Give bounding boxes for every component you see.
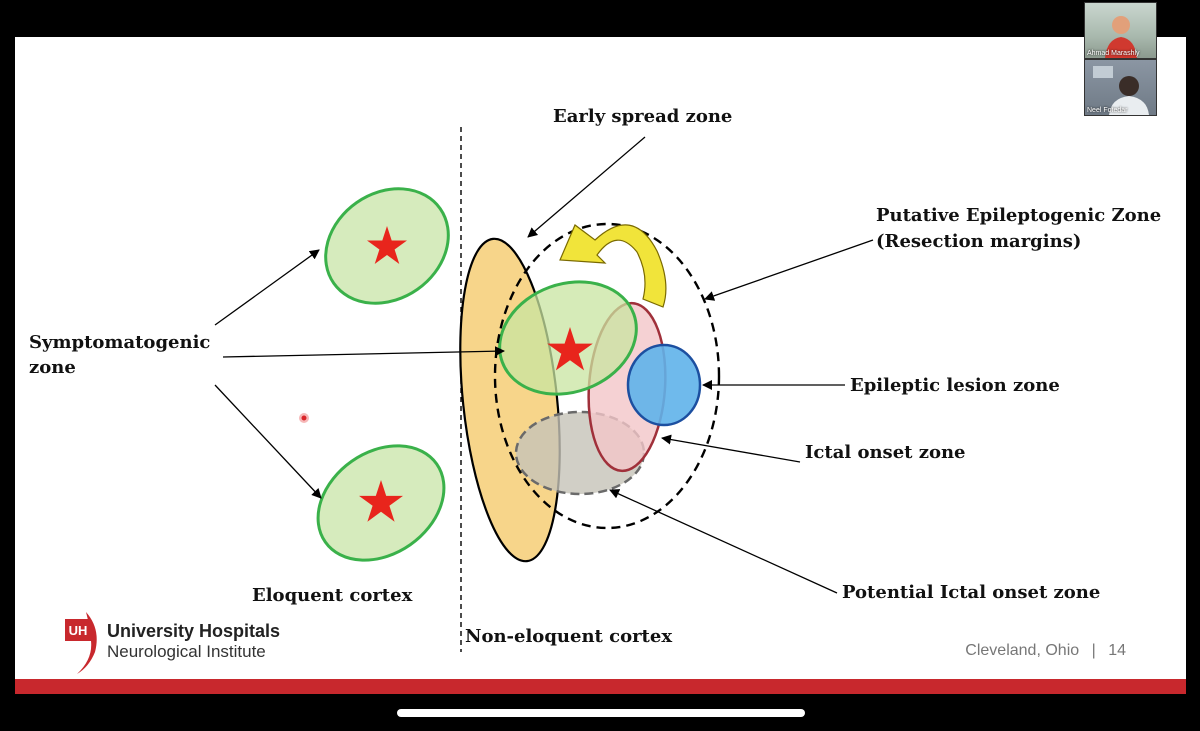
putative-epileptogenic-zone bbox=[493, 222, 721, 530]
participant-tile-ahmad[interactable]: Ahmad Marashly bbox=[1084, 2, 1157, 59]
home-indicator[interactable] bbox=[397, 709, 805, 717]
svg-text:UH: UH bbox=[69, 623, 88, 638]
footer-location: Cleveland, Ohio bbox=[965, 642, 1080, 659]
label-eloquent-cortex: Eloquent cortex bbox=[252, 585, 413, 606]
early-spread-zone bbox=[459, 237, 561, 563]
participant-name: Ahmad Marashly bbox=[1087, 50, 1140, 57]
label-potential-ictal-onset-zone: Potential Ictal onset zone bbox=[842, 582, 1101, 603]
eloquent-zone-bottom bbox=[316, 444, 446, 562]
slide-number: 14 bbox=[1108, 642, 1126, 659]
label-symptomatogenic-zone: Symptomatogenic bbox=[29, 332, 211, 353]
laser-pointer-dot bbox=[299, 413, 309, 423]
uh-logo-icon: UH bbox=[65, 612, 97, 674]
slide-footer: Cleveland, Ohio | 14 bbox=[965, 642, 1126, 660]
participant-video-icon bbox=[1105, 16, 1137, 58]
leader-arrows bbox=[214, 136, 874, 594]
label-symptomatogenic-zone-line2: zone bbox=[29, 357, 76, 378]
presentation-slide: UH Early spread zone Putative Epileptoge… bbox=[15, 37, 1186, 694]
university-hospitals-logo: University Hospitals Neurological Instit… bbox=[65, 607, 305, 667]
footer-accent-bar bbox=[15, 679, 1186, 694]
logo-line1: University Hospitals bbox=[107, 621, 281, 641]
eloquent-zone-top bbox=[324, 187, 450, 305]
star-icon bbox=[367, 226, 407, 264]
label-early-spread-zone: Early spread zone bbox=[553, 106, 733, 127]
label-non-eloquent-cortex: Non-eloquent cortex bbox=[465, 626, 673, 647]
footer-separator: | bbox=[1091, 642, 1096, 659]
logo-line2: Neurological Institute bbox=[107, 642, 266, 661]
participant-tile-neel[interactable]: Neel Fotedar bbox=[1084, 59, 1157, 116]
star-icon bbox=[547, 327, 593, 371]
participant-video-icon bbox=[1093, 66, 1149, 115]
label-putative-epileptogenic-zone: Putative Epileptogenic Zone bbox=[876, 205, 1162, 226]
propagation-arrow bbox=[559, 224, 667, 308]
star-icon bbox=[359, 480, 403, 522]
symptomatogenic-zone-center bbox=[498, 280, 638, 396]
participant-name: Neel Fotedar bbox=[1087, 107, 1128, 114]
label-resection-margins: (Resection margins) bbox=[876, 231, 1082, 252]
label-ictal-onset-zone: Ictal onset zone bbox=[805, 442, 966, 463]
epileptic-lesion-zone bbox=[626, 343, 702, 427]
label-epileptic-lesion-zone: Epileptic lesion zone bbox=[850, 375, 1060, 396]
zones-diagram: UH bbox=[65, 127, 874, 674]
